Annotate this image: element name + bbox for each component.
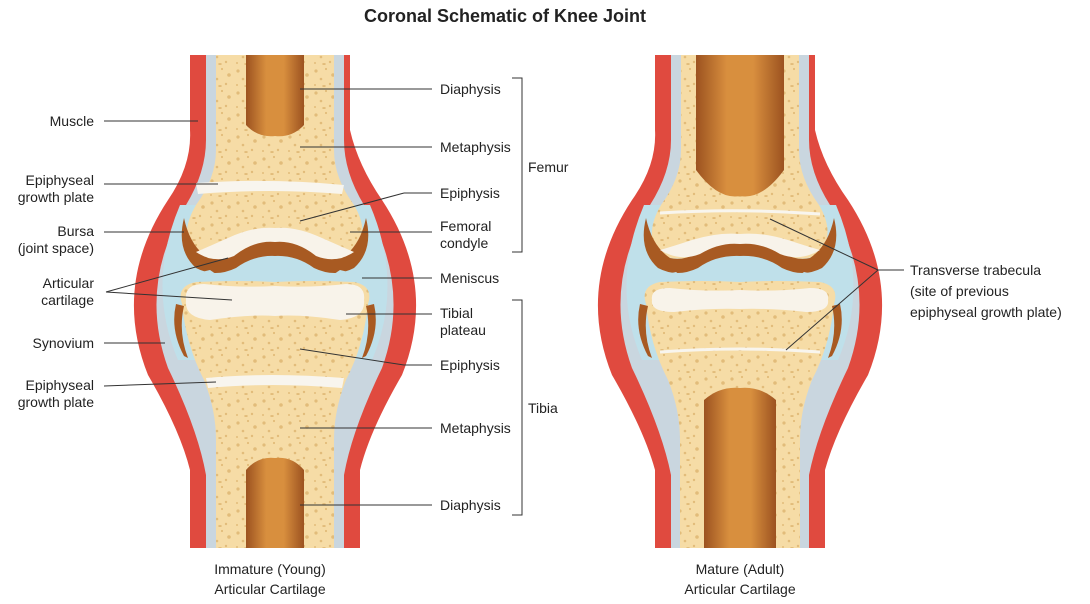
femur-marrow-adult bbox=[696, 55, 784, 196]
caption-adult-1: Mature (Adult) bbox=[696, 561, 785, 577]
caption-young-2: Articular Cartilage bbox=[214, 581, 325, 597]
label-femoral-condyle-1: Femoral bbox=[440, 218, 491, 234]
label-diaphysis-top: Diaphysis bbox=[440, 81, 501, 97]
label-metaphysis-top: Metaphysis bbox=[440, 139, 511, 155]
tibial-cartilage-adult bbox=[652, 288, 828, 312]
label-epiphyseal-plate-upper-1: Epiphyseal bbox=[26, 172, 95, 188]
label-trabecula-2: (site of previous bbox=[910, 283, 1009, 299]
labels-left: Muscle Epiphyseal growth plate Bursa (jo… bbox=[18, 113, 95, 410]
label-tibia: Tibia bbox=[528, 400, 558, 416]
caption-adult-2: Articular Cartilage bbox=[684, 581, 795, 597]
label-epiphysis-bottom: Epiphysis bbox=[440, 357, 500, 373]
label-bursa-2: (joint space) bbox=[18, 240, 94, 256]
tibial-cartilage bbox=[186, 284, 364, 320]
label-articular-1: Articular bbox=[43, 275, 95, 291]
label-muscle: Muscle bbox=[50, 113, 95, 129]
label-femur: Femur bbox=[528, 159, 569, 175]
label-epiphyseal-plate-lower-1: Epiphyseal bbox=[26, 377, 95, 393]
tibia-marrow-adult bbox=[704, 388, 776, 548]
knee-immature bbox=[134, 55, 416, 548]
caption-young-1: Immature (Young) bbox=[214, 561, 326, 577]
labels-trabecula: Transverse trabecula (site of previous e… bbox=[910, 262, 1062, 320]
label-epiphyseal-plate-lower-2: growth plate bbox=[18, 394, 94, 410]
label-tibial-plateau-1: Tibial bbox=[440, 305, 473, 321]
captions: Immature (Young) Articular Cartilage Mat… bbox=[214, 561, 796, 597]
label-tibial-plateau-2: plateau bbox=[440, 322, 486, 338]
label-meniscus: Meniscus bbox=[440, 270, 499, 286]
label-metaphysis-bottom: Metaphysis bbox=[440, 420, 511, 436]
femur-marrow bbox=[246, 55, 304, 136]
brackets bbox=[512, 78, 522, 515]
label-synovium: Synovium bbox=[33, 335, 94, 351]
labels-middle: Diaphysis Metaphysis Epiphysis Femoral c… bbox=[440, 81, 569, 513]
label-bursa-1: Bursa bbox=[57, 223, 94, 239]
label-epiphyseal-plate-upper-2: growth plate bbox=[18, 189, 94, 205]
label-diaphysis-bottom: Diaphysis bbox=[440, 497, 501, 513]
tibia-marrow bbox=[246, 458, 304, 548]
label-articular-2: cartilage bbox=[41, 292, 94, 308]
label-trabecula-1: Transverse trabecula bbox=[910, 262, 1041, 278]
label-femoral-condyle-2: condyle bbox=[440, 235, 488, 251]
knee-mature bbox=[598, 55, 882, 548]
label-trabecula-3: epiphyseal growth plate) bbox=[910, 304, 1062, 320]
diagram-title: Coronal Schematic of Knee Joint bbox=[364, 6, 646, 26]
label-epiphysis-top: Epiphysis bbox=[440, 185, 500, 201]
